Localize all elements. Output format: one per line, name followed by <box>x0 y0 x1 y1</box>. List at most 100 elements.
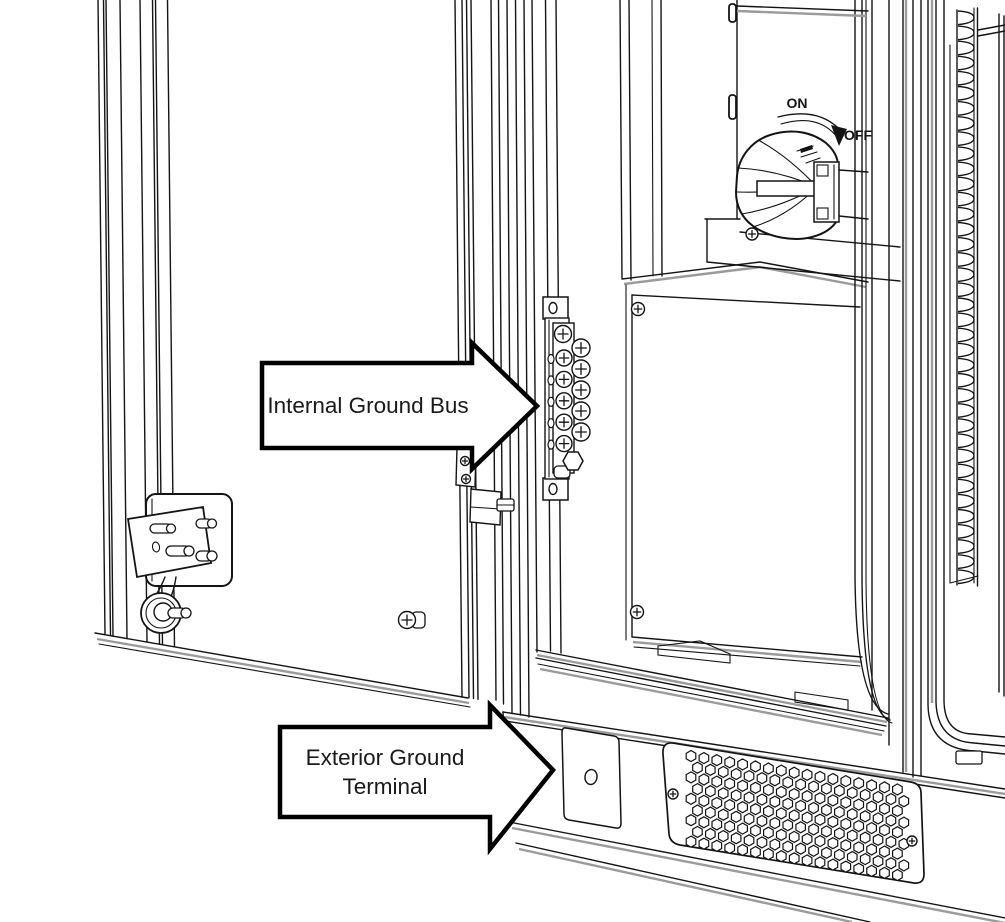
vent-hole <box>704 763 716 776</box>
hinge-coil-loop <box>957 161 975 177</box>
hinge-coil-loop <box>957 508 975 524</box>
vent-hole <box>846 829 858 842</box>
vent-hole <box>730 810 742 823</box>
hinge-coil-loop <box>957 206 975 222</box>
floor-slot-cutout <box>657 640 731 664</box>
vent-hole <box>801 790 813 803</box>
grille-screw <box>906 835 918 847</box>
bottom-base-band <box>502 711 1005 922</box>
hinge-coil-loop <box>957 85 975 101</box>
vent-hole <box>866 800 878 813</box>
switch-off-label: OFF <box>844 127 872 143</box>
vent-hole <box>730 789 742 802</box>
latch-screw <box>460 473 472 485</box>
handle-shaft <box>813 161 840 223</box>
vent-hole <box>711 754 723 767</box>
vent-hole <box>769 774 781 787</box>
latch-screw <box>459 455 471 467</box>
vent-hole <box>698 837 710 850</box>
vent-hole <box>872 812 884 825</box>
vent-hole <box>814 834 826 848</box>
vent-hole <box>769 838 781 851</box>
disconnect-switch-assembly <box>704 0 901 282</box>
grille-screw <box>667 788 679 800</box>
vent-hole <box>827 837 839 850</box>
vent-hole <box>743 834 755 847</box>
vent-hole <box>891 804 903 817</box>
handle-grip-bar <box>756 180 819 197</box>
vent-hole <box>833 805 845 819</box>
phillips-screws <box>397 227 918 847</box>
hinge-coil-loop <box>957 312 975 328</box>
vent-hole <box>872 855 884 868</box>
vent-hole <box>730 767 742 781</box>
vent-hole <box>879 781 890 794</box>
vent-hole <box>717 808 729 821</box>
hinge-coil-loop <box>957 493 975 509</box>
ground-bus-screw <box>555 370 573 389</box>
callout-arrow-shape <box>277 699 556 856</box>
vent-hole <box>833 827 845 840</box>
vent-hole <box>801 854 813 867</box>
internal-ground-bus <box>542 296 591 501</box>
vent-hole <box>859 788 871 802</box>
vent-hole <box>743 769 755 783</box>
vent-hole <box>782 776 794 789</box>
vent-hole <box>756 814 768 828</box>
vent-hole <box>756 836 768 849</box>
vent-hole <box>879 845 890 858</box>
vent-hole <box>788 787 800 801</box>
vent-hole <box>853 777 865 790</box>
vent-hole <box>692 782 703 796</box>
vent-hole <box>795 778 807 791</box>
vent-hole <box>692 804 703 817</box>
vent-hole <box>801 832 813 846</box>
hinge-coil-loop <box>957 70 975 86</box>
vent-hole <box>840 860 852 873</box>
vent-hole <box>853 819 865 833</box>
hinge-coil-loop <box>957 267 975 283</box>
vent-hole <box>788 852 800 865</box>
vent-hole <box>795 821 807 834</box>
vent-hole <box>685 749 697 763</box>
ground-bus-screw-end <box>547 396 555 407</box>
hinge-coil-loop <box>957 372 975 388</box>
vent-hole <box>891 826 903 839</box>
vent-hole <box>750 781 761 794</box>
vent-hole <box>756 793 768 806</box>
vent-hole <box>775 807 787 820</box>
vent-hole <box>872 790 884 804</box>
vent-hole <box>833 848 845 862</box>
hinge-coil-loop <box>957 252 975 267</box>
vent-hole <box>879 802 890 815</box>
vent-hole <box>827 815 839 828</box>
vent-hole <box>872 833 884 846</box>
vent-hole <box>788 830 800 844</box>
hinge-coil-loop <box>957 387 975 403</box>
door-roller <box>140 592 192 634</box>
vent-hole <box>827 772 839 786</box>
panel-screw <box>629 604 645 620</box>
hinge-coil-loop <box>957 448 975 464</box>
vent-hole <box>737 758 749 771</box>
vent-hole <box>750 803 761 816</box>
hinge-coil-loop <box>957 116 975 131</box>
hinge-coil-loop <box>957 236 975 252</box>
vent-hole <box>730 832 742 845</box>
vent-hole <box>704 785 716 798</box>
vent-hole <box>685 771 697 784</box>
ground-bus-screw-end <box>547 353 555 365</box>
vent-hole <box>775 764 787 777</box>
vent-hole <box>879 823 890 837</box>
vent-hole <box>898 795 910 808</box>
callout-exterior-ground-terminal: Exterior Ground Terminal <box>277 699 556 856</box>
hinge-coil-loop <box>957 357 975 373</box>
vent-hole <box>737 843 749 857</box>
vent-hole <box>814 770 826 784</box>
vent-hole <box>762 762 774 775</box>
vent-grille-holes <box>685 749 910 882</box>
callout-internal-ground-bus: Internal Ground Bus <box>259 337 541 475</box>
vent-hole <box>737 801 749 814</box>
vent-hole <box>866 821 878 835</box>
